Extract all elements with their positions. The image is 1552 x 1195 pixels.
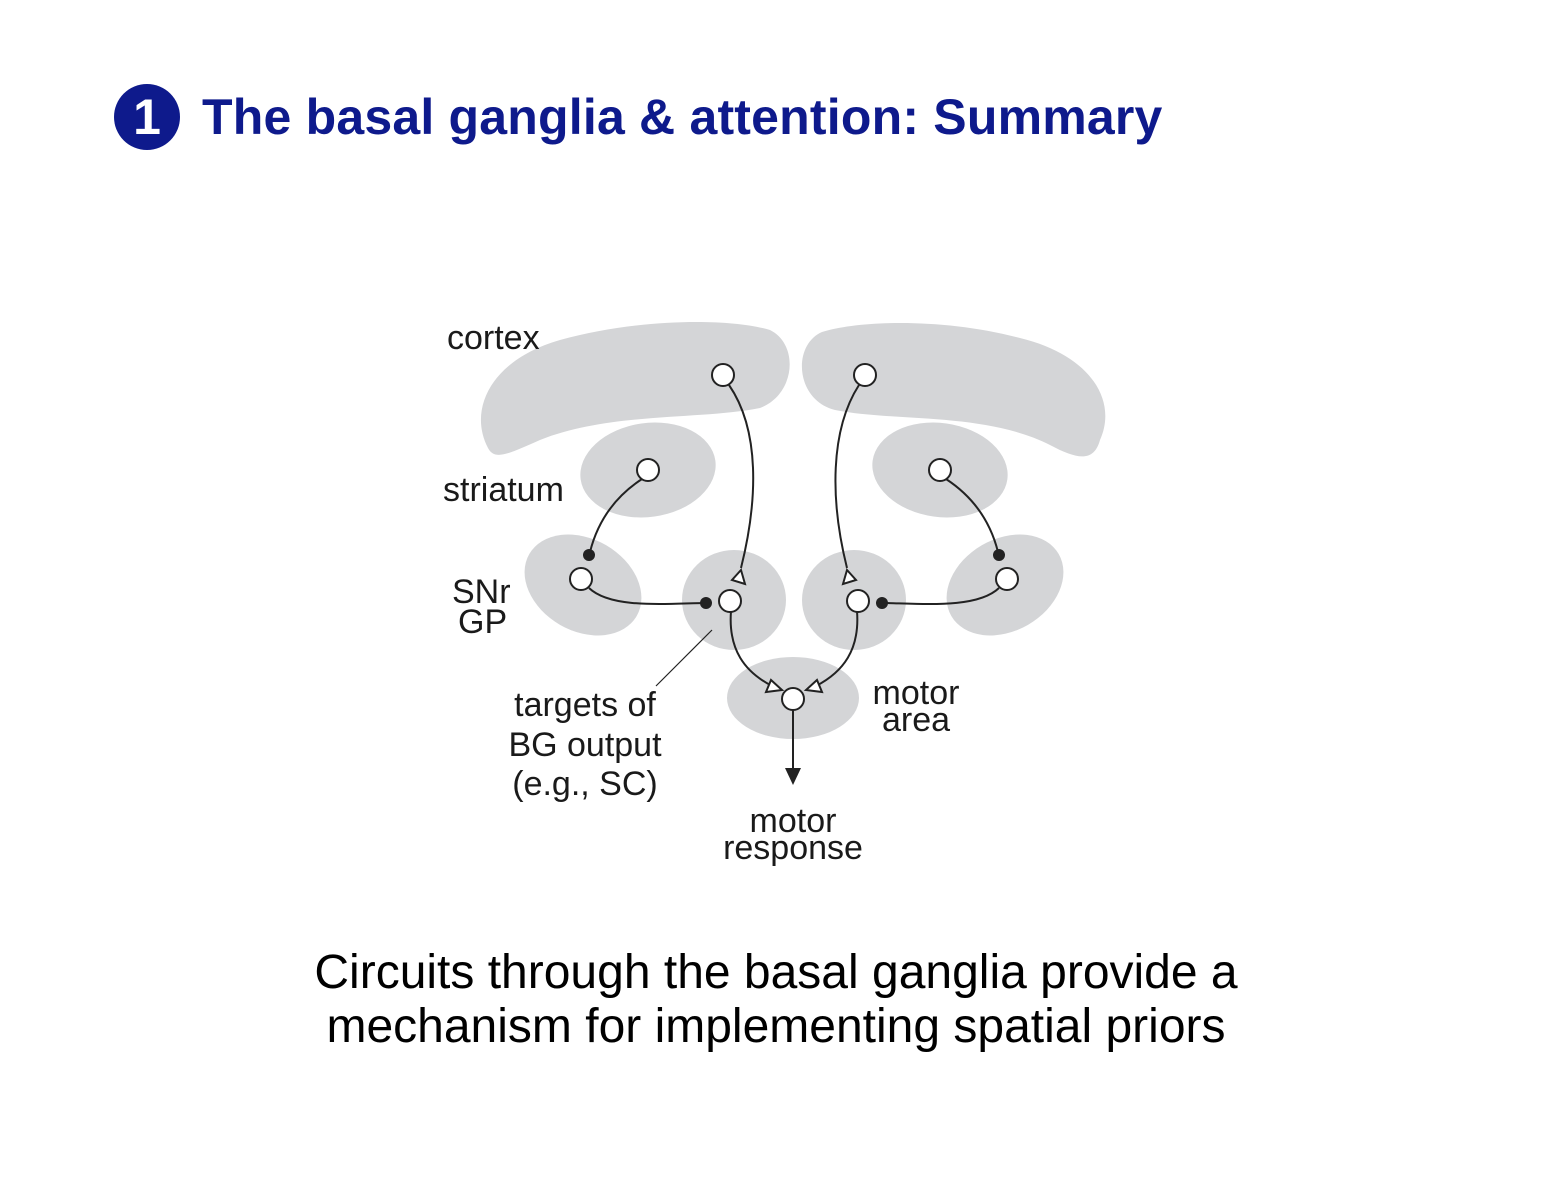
neuron-snr-right [995, 567, 1019, 591]
label-gp: GP [458, 603, 507, 641]
label-motor-response-line1: motor [750, 802, 837, 840]
neuron-motor-area [781, 687, 805, 711]
excitatory-terminals [730, 567, 858, 694]
snr-left-to-target-connection [588, 587, 704, 605]
neurons [569, 363, 1019, 711]
label-motor-response-line2: response [723, 829, 863, 867]
label-snr: SNr [452, 573, 511, 611]
label-targets-line1: targets of [514, 686, 656, 724]
inhibitory-terminals [583, 549, 1005, 785]
connections [588, 384, 1000, 770]
neuron-striatum-left [636, 458, 660, 482]
inhibitory-terminal-snr-left [700, 597, 712, 609]
brain-regions [480, 321, 1106, 739]
inhibitory-terminal-striatum-left [583, 549, 595, 561]
label-targets-line2: BG output [508, 726, 662, 764]
diagram-labels: cortex striatum SNr GP targets of BG out… [443, 319, 959, 867]
excitatory-terminal-left-cortex [730, 567, 747, 586]
inhibitory-terminal-snr-right [876, 597, 888, 609]
step-number-badge: 1 [114, 84, 180, 150]
neuron-cortex-left [711, 363, 735, 387]
excitatory-terminal-left-motor [764, 678, 785, 694]
cortex-left-to-target-connection [728, 384, 755, 569]
motor-response-arrowhead [785, 768, 801, 785]
inhibitory-terminal-striatum-right [993, 549, 1005, 561]
snr-right-to-target-connection [884, 587, 1000, 605]
striatum-left-to-snr-connection [589, 478, 643, 553]
label-cortex: cortex [447, 319, 540, 357]
target-right-to-motor-connection [815, 610, 859, 687]
slide-header: 1 The basal ganglia & attention: Summary [114, 84, 1163, 150]
excitatory-terminal-right-motor [803, 678, 824, 694]
striatum-right-to-snr-connection [945, 478, 999, 553]
neuron-target-left [718, 589, 742, 613]
cortex-left-region [480, 321, 790, 455]
neuron-target-right [846, 589, 870, 613]
slide-caption: Circuits through the basal ganglia provi… [0, 946, 1552, 1054]
neuron-snr-left [569, 567, 593, 591]
neuron-striatum-right [928, 458, 952, 482]
label-motor-area-line1: motor [873, 674, 960, 712]
label-motor-area-line2: area [882, 701, 950, 739]
targets-leader-line [655, 629, 713, 687]
label-striatum: striatum [443, 471, 564, 509]
slide-title: The basal ganglia & attention: Summary [202, 89, 1163, 145]
cortex-right-to-target-connection [834, 384, 860, 569]
label-targets-line3: (e.g., SC) [512, 765, 657, 803]
cortex-right-region [801, 322, 1106, 457]
caption-line-1: Circuits through the basal ganglia provi… [314, 946, 1238, 999]
target-left-to-motor-connection [729, 610, 773, 687]
neuron-cortex-right [853, 363, 877, 387]
caption-line-2: mechanism for implementing spatial prior… [326, 1000, 1226, 1053]
excitatory-terminal-right-cortex [841, 567, 858, 586]
